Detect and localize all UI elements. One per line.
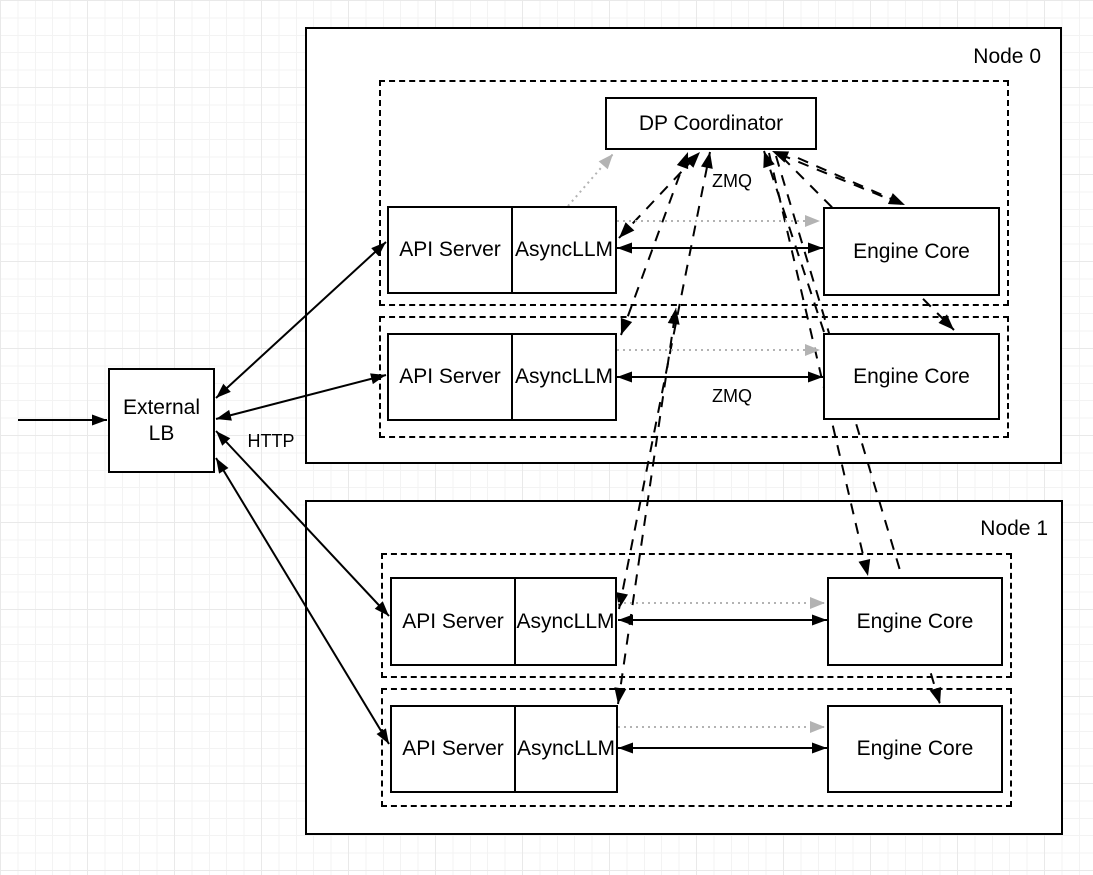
arrowhead-icon bbox=[676, 152, 689, 170]
arrow-asyncllm-engine-n0r1-zmq bbox=[617, 371, 823, 383]
arrow-coord-asyncllm-n0r1 bbox=[620, 151, 689, 336]
arrowhead-icon bbox=[216, 383, 231, 398]
http-edge-label: HTTP bbox=[247, 431, 295, 451]
api-server-cell: API Server bbox=[389, 335, 513, 419]
zmq-edge-label-row: ZMQ bbox=[712, 386, 752, 406]
api-server-label: API Server bbox=[399, 238, 501, 261]
node1-replica0-frontend-box: API Server AsyncLLM bbox=[390, 577, 617, 666]
asyncllm-label: AsyncLLM bbox=[514, 365, 614, 388]
asyncllm-label: AsyncLLM bbox=[516, 609, 615, 633]
node1-replica1-engine-core-box: Engine Core bbox=[827, 705, 1003, 793]
api-server-cell: API Server bbox=[392, 579, 516, 664]
arrow-coord-asyncllm-n0r0 bbox=[618, 151, 701, 239]
arrow-inbound-to-lb bbox=[18, 414, 107, 426]
dp-coordinator-box: DP Coordinator bbox=[605, 97, 817, 150]
node1-replica1-frontend-box: API Server AsyncLLM bbox=[390, 705, 618, 793]
arrowhead-icon bbox=[805, 344, 820, 356]
asyncllm-label: AsyncLLM bbox=[516, 737, 616, 760]
api-server-label: API Server bbox=[402, 609, 504, 633]
asyncllm-cell: AsyncLLM bbox=[516, 707, 616, 791]
arrow-asyncllm-engine-n1r1-zmq bbox=[618, 742, 827, 754]
asyncllm-cell: AsyncLLM bbox=[513, 335, 615, 419]
asyncllm-cell: AsyncLLM bbox=[513, 208, 615, 292]
arrowhead-icon bbox=[805, 215, 820, 227]
node1-replica1-container bbox=[381, 688, 1012, 807]
engine-core-label: Engine Core bbox=[856, 609, 974, 633]
arrowhead-icon bbox=[700, 152, 713, 169]
node1-replica0-container bbox=[381, 553, 1012, 678]
zmq-edge-label-top: ZMQ bbox=[712, 171, 752, 191]
arrow-lb-api-n0r1-http bbox=[215, 373, 387, 421]
arrowhead-icon bbox=[938, 314, 954, 330]
arrowhead-icon bbox=[370, 373, 386, 385]
arrowhead-icon bbox=[887, 193, 905, 205]
arrowhead-icon bbox=[810, 721, 825, 733]
arrow-coord-to-engine-n1r1 bbox=[775, 155, 942, 705]
external-lb-label-line2: LB bbox=[148, 421, 175, 445]
arrow-coord-to-engine-n0r0 bbox=[797, 157, 906, 206]
dp-coordinator-label: DP Coordinator bbox=[638, 111, 784, 135]
engine-core-label: Engine Core bbox=[853, 364, 970, 388]
arrow-engine-n0r0-to-coord bbox=[771, 150, 902, 205]
external-lb-box: External LB bbox=[108, 368, 215, 473]
arrow-engine-n0r1-to-coord bbox=[763, 150, 825, 333]
node1-label: Node 1 bbox=[980, 517, 1048, 540]
arrowhead-icon bbox=[617, 371, 632, 383]
arrowhead-icon bbox=[619, 222, 635, 238]
arrowhead-icon bbox=[617, 242, 632, 254]
engine-core-label: Engine Core bbox=[856, 737, 974, 760]
node0-label: Node 0 bbox=[973, 45, 1041, 68]
arrow-lb-api-n0r0-http bbox=[215, 241, 387, 399]
arrowhead-icon bbox=[812, 742, 827, 754]
arrow-coord-asyncllm-n1r0 bbox=[616, 151, 713, 610]
arrowhead-icon bbox=[216, 458, 229, 474]
api-server-cell: API Server bbox=[389, 208, 513, 292]
arrowhead-icon bbox=[929, 686, 942, 704]
arrow-startup-n1r0 bbox=[618, 597, 825, 609]
arrowhead-icon bbox=[618, 742, 633, 754]
arrowhead-icon bbox=[616, 592, 629, 609]
arrowhead-icon bbox=[858, 559, 871, 576]
node0-replica0-container bbox=[379, 80, 1009, 306]
node0-replica0-engine-core-box: Engine Core bbox=[823, 207, 1000, 296]
arrowhead-icon bbox=[684, 152, 700, 168]
arrowhead-icon bbox=[376, 728, 389, 744]
arrowhead-icon bbox=[216, 409, 232, 421]
arrow-startup-n0r1 bbox=[617, 344, 820, 356]
engine-core-label: Engine Core bbox=[853, 239, 970, 263]
arrow-startup-n0r0 bbox=[617, 215, 820, 227]
arrowhead-icon bbox=[216, 431, 231, 446]
arrow-lb-api-n1r1-http bbox=[215, 457, 390, 745]
arrowhead-icon bbox=[808, 242, 823, 254]
arrow-startup-asyncllm-coord bbox=[567, 153, 614, 207]
arrowhead-icon bbox=[620, 317, 633, 335]
arrowhead-icon bbox=[92, 414, 107, 426]
api-server-label: API Server bbox=[399, 365, 501, 388]
external-lb-label-line1: External bbox=[122, 395, 201, 419]
arrowhead-icon bbox=[808, 371, 823, 383]
arrowhead-icon bbox=[763, 151, 775, 169]
arrowhead-icon bbox=[667, 308, 680, 325]
arrowhead-icon bbox=[810, 597, 825, 609]
arrowhead-icon bbox=[374, 601, 389, 616]
asyncllm-cell: AsyncLLM bbox=[516, 579, 615, 664]
api-server-label: API Server bbox=[402, 737, 504, 760]
arrow-coord-to-engine-n1r0 bbox=[768, 152, 871, 577]
arrowhead-icon bbox=[598, 154, 613, 170]
arrow-asyncllm-engine-n0r0-zmq bbox=[617, 242, 823, 254]
arrow-coord-asyncllm-n1r1 bbox=[614, 307, 680, 705]
node0-replica0-frontend-box: API Server AsyncLLM bbox=[387, 206, 617, 294]
asyncllm-label: AsyncLLM bbox=[514, 238, 614, 261]
arrow-startup-n1r1 bbox=[618, 721, 825, 733]
arrow-lb-api-n1r0-http bbox=[215, 430, 390, 617]
arrowhead-icon bbox=[371, 242, 386, 257]
node0-replica1-frontend-box: API Server AsyncLLM bbox=[387, 333, 617, 421]
node0-replica1-engine-core-box: Engine Core bbox=[823, 333, 1000, 420]
arrow-asyncllm-engine-n1r0-zmq bbox=[618, 614, 827, 626]
arrowhead-icon bbox=[812, 614, 827, 626]
node1-replica0-engine-core-box: Engine Core bbox=[827, 577, 1003, 666]
arrowhead-icon bbox=[614, 687, 627, 704]
api-server-cell: API Server bbox=[392, 707, 516, 791]
